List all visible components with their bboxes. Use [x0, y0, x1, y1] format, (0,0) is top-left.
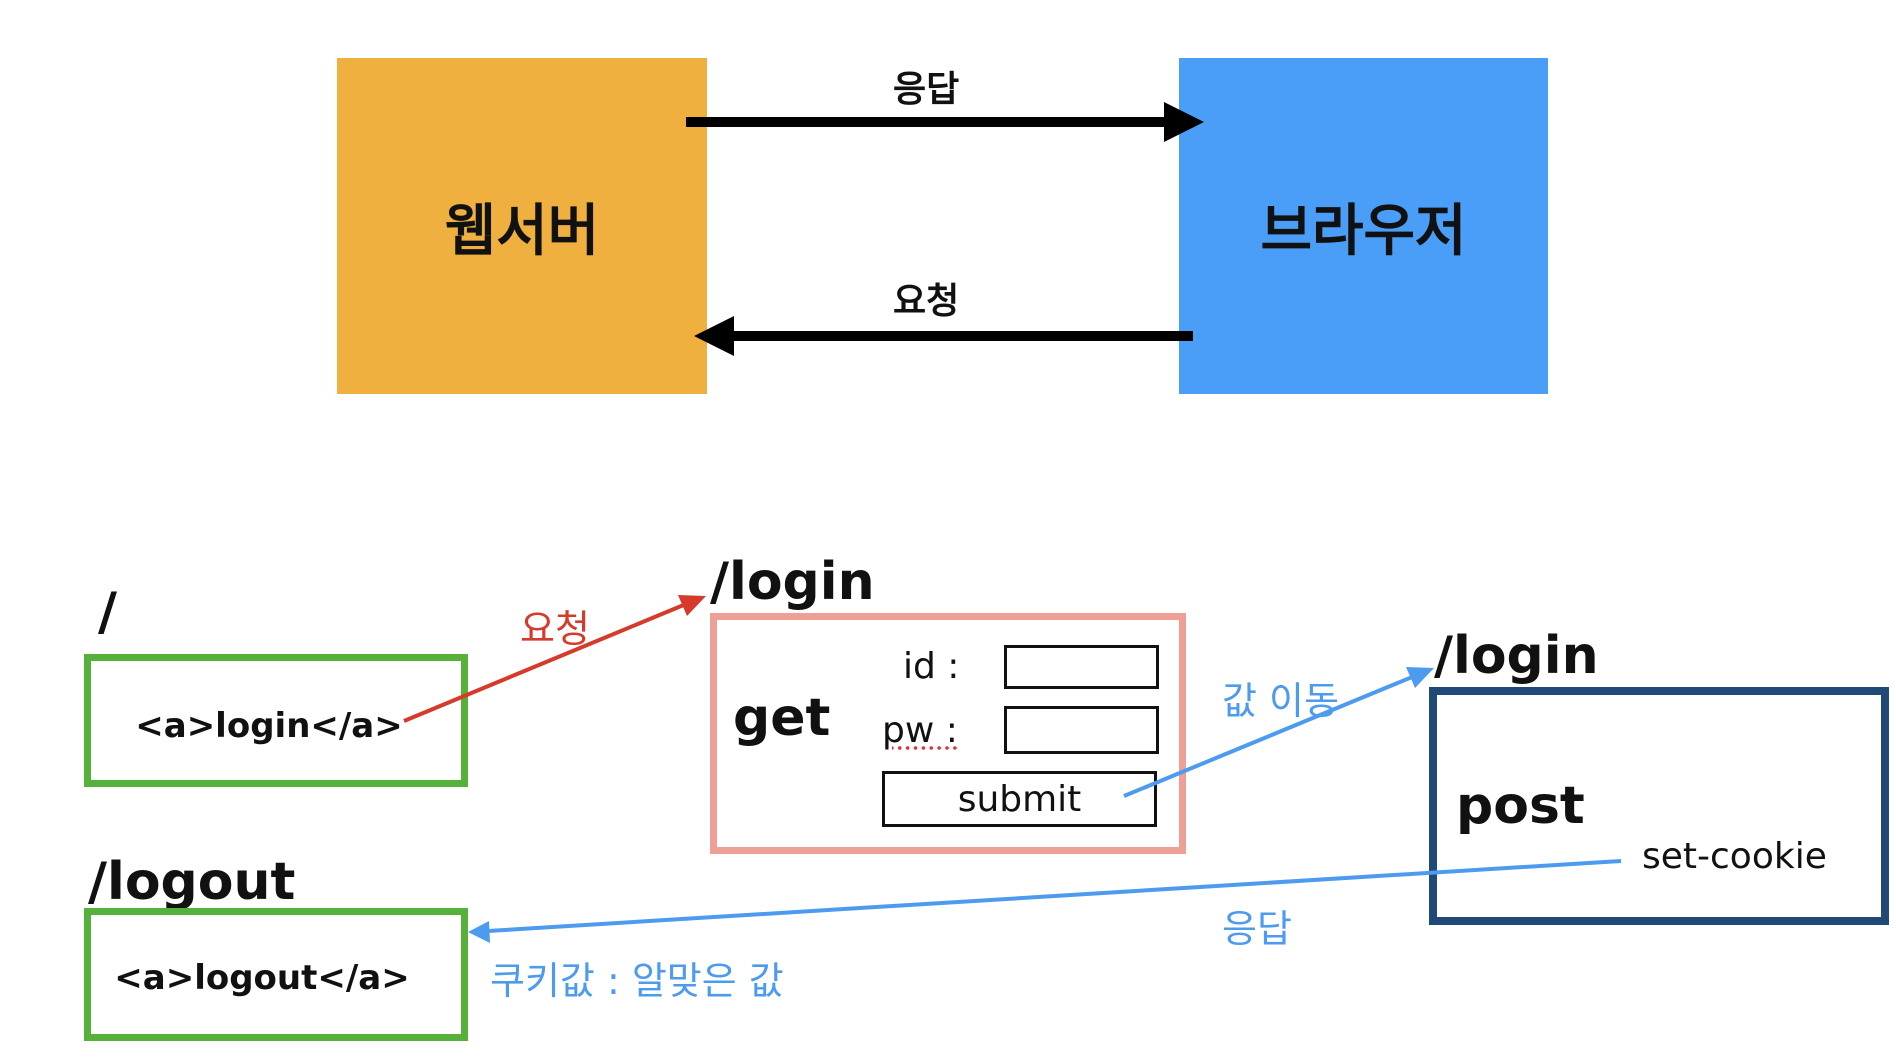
web-server-box: 웹서버: [337, 58, 707, 394]
pw-input[interactable]: [1004, 706, 1159, 754]
top-response-label: 응답: [893, 69, 960, 110]
login-link-box: <a>login</a>: [84, 654, 468, 787]
logout-route-label: /logout: [88, 852, 296, 912]
id-input[interactable]: [1004, 645, 1159, 689]
pw-field-label-text: pw :: [882, 710, 958, 751]
request-arrow-label: 요청: [520, 607, 590, 651]
login-link-text[interactable]: <a>login</a>: [135, 705, 403, 746]
pw-field-label: pw :: [882, 710, 958, 751]
id-field-label: id :: [903, 646, 960, 687]
login-get-route-label: /login: [710, 552, 875, 612]
submit-button[interactable]: submit: [882, 771, 1157, 827]
login-post-route-label: /login: [1434, 626, 1599, 686]
web-server-label: 웹서버: [444, 198, 600, 264]
value-move-arrow-head: [1406, 667, 1434, 688]
login-request-arrow-line: [403, 602, 687, 723]
login-request-arrow-head: [678, 595, 706, 616]
login-get-box: [710, 613, 1186, 854]
submit-button-label: submit: [957, 778, 1082, 820]
response-arrow-head: [1164, 102, 1204, 142]
cookie-response-arrow-head: [468, 921, 490, 943]
set-cookie-label: set-cookie: [1642, 836, 1827, 877]
value-move-arrow-line: [1123, 673, 1418, 798]
top-request-label: 요청: [893, 281, 960, 322]
cookie-response-arrow-line: [487, 859, 1622, 933]
logout-link-box: <a>logout</a>: [84, 908, 468, 1041]
login-post-box: [1429, 687, 1889, 925]
browser-label: 브라우저: [1260, 198, 1467, 264]
cookie-value-label: 쿠키값 : 알맞은 값: [490, 959, 784, 1003]
post-method-label: post: [1456, 776, 1585, 836]
response-arrow-label: 응답: [1222, 907, 1292, 951]
root-route-label: /: [98, 582, 117, 642]
get-method-label: get: [733, 688, 831, 748]
request-arrow-head: [694, 316, 734, 356]
browser-box: 브라우저: [1179, 58, 1548, 394]
logout-link-text[interactable]: <a>logout</a>: [114, 957, 410, 998]
